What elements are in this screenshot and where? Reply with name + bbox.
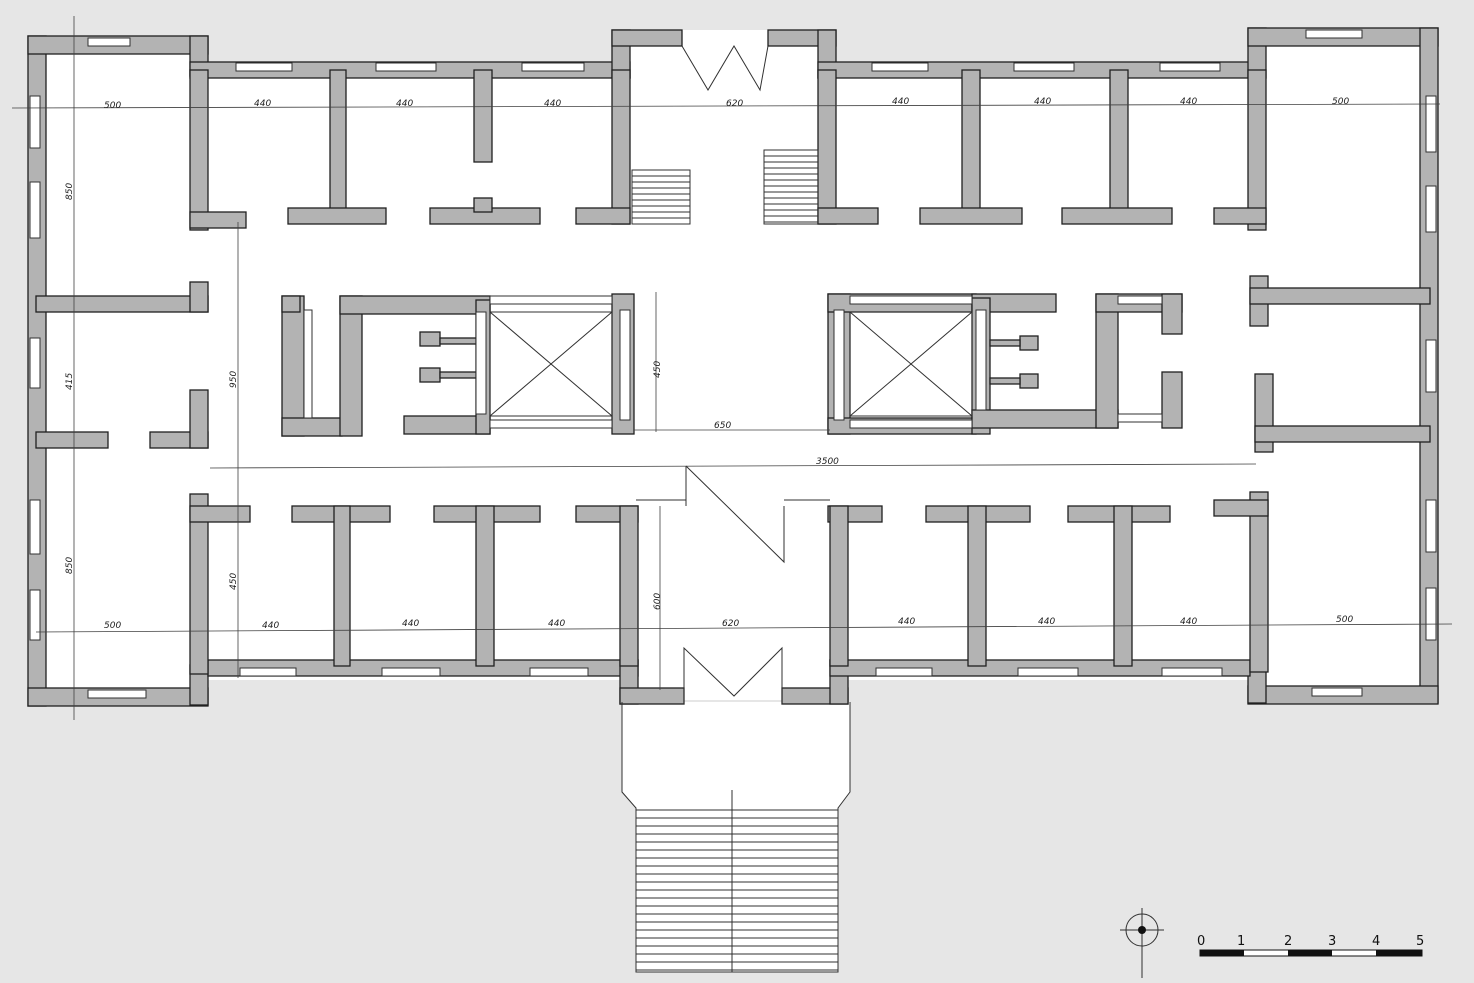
scale-label-3: 3 (1328, 934, 1336, 949)
dim-bottom-room-4: 440 (898, 617, 915, 627)
dim-courtyard-gap: 650 (714, 421, 731, 431)
windows (29, 29, 1437, 699)
dim-corridor-lower: 450 (229, 573, 239, 590)
dim-courtyard-height: 450 (653, 361, 663, 378)
right-courtyard-block (827, 293, 1183, 435)
dim-left-height-bottom: 850 (65, 557, 75, 574)
stair-outline (763, 149, 819, 225)
north-arrow-icon (1120, 908, 1164, 978)
dim-left-height-top: 850 (65, 183, 75, 200)
dim-bottom-room-3: 440 (548, 619, 565, 629)
left-courtyard-block (281, 293, 635, 437)
right-wing-walls (1213, 275, 1431, 673)
dim-bottom-room-1: 440 (262, 621, 279, 631)
scale-label-1: 1 (1237, 934, 1245, 949)
dim-top-room-6: 440 (1180, 97, 1197, 107)
floor-area (28, 28, 1437, 972)
dim-bottom-room-5: 440 (1038, 617, 1055, 627)
scale-label-2: 2 (1284, 934, 1292, 949)
scale-bar: 0 1 2 3 4 5 (1197, 934, 1424, 957)
scale-label-5: 5 (1416, 934, 1424, 949)
dim-bottom-room-2: 440 (402, 619, 419, 629)
dim-bottom-entrance: 620 (722, 619, 739, 629)
dim-top-room-5: 440 (1034, 97, 1051, 107)
light-wells (489, 311, 973, 417)
stairs-and-doors (621, 45, 851, 973)
dim-bottom-entrance-depth: 600 (653, 593, 663, 610)
dim-bottom-room-6: 440 (1180, 617, 1197, 627)
dim-top-entrance: 620 (726, 99, 743, 109)
dim-top-left-room: 500 (104, 101, 121, 111)
top-room-walls (287, 69, 1267, 231)
dim-top-room-4: 440 (892, 97, 909, 107)
dim-top-room-3: 440 (544, 99, 561, 109)
dimension-labels: 500 440 440 440 620 440 440 440 500 500 … (65, 97, 1353, 631)
dim-top-room-2: 440 (396, 99, 413, 109)
stair-outline (631, 169, 691, 225)
dim-total-length: 3500 (816, 457, 839, 467)
dim-left-height-mid: 415 (65, 373, 75, 390)
left-wing-walls (35, 69, 251, 675)
dim-top-room-1: 440 (254, 99, 271, 109)
dimension-lines (11, 16, 1453, 720)
scale-label-4: 4 (1372, 934, 1380, 949)
scale-label-0: 0 (1197, 934, 1205, 949)
dim-bottom-left-room: 500 (104, 621, 121, 631)
bottom-room-walls (291, 505, 1171, 667)
dim-top-right-room: 500 (1332, 97, 1349, 107)
dim-corridor-width: 950 (229, 371, 239, 388)
dim-bottom-right-room: 500 (1336, 615, 1353, 625)
